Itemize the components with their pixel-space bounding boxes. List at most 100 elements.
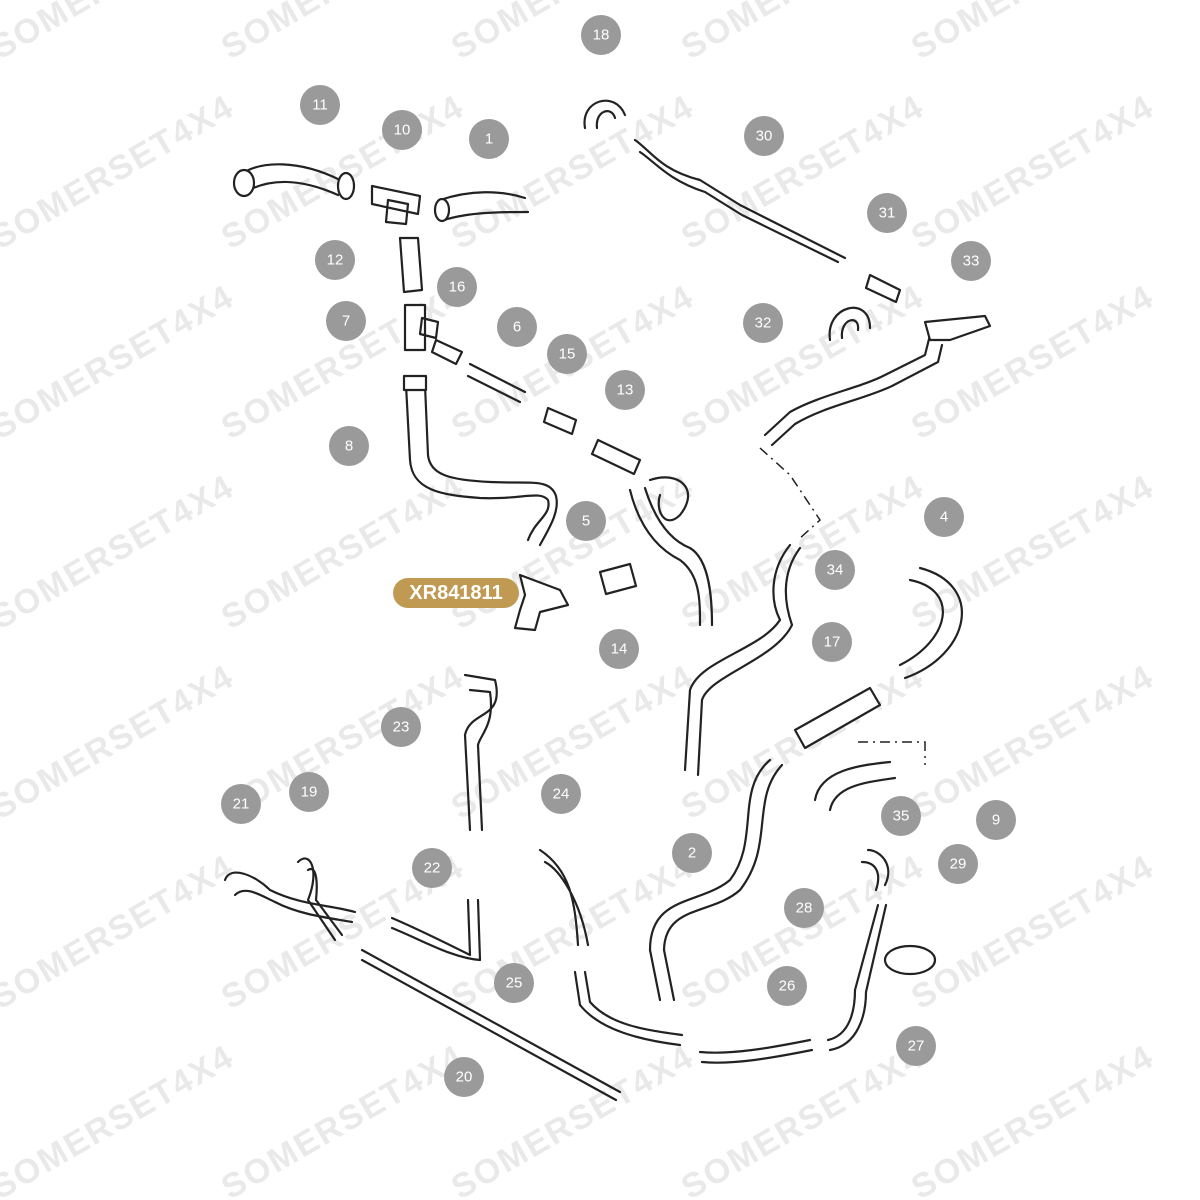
hose-6 bbox=[466, 362, 527, 404]
callout-circle bbox=[289, 772, 329, 812]
callout-2[interactable]: 2 bbox=[672, 833, 712, 873]
hose-4 bbox=[898, 566, 963, 680]
callout-circle bbox=[976, 800, 1016, 840]
callout-28[interactable]: 28 bbox=[784, 888, 824, 928]
watermark-text: SOMERSET4X4 bbox=[215, 467, 471, 637]
callout-number: 1 bbox=[485, 131, 493, 148]
callout-circle bbox=[300, 85, 340, 125]
hose-5 bbox=[628, 476, 714, 627]
callout-number: 35 bbox=[893, 808, 910, 825]
callout-circle bbox=[924, 497, 964, 537]
callout-circle bbox=[951, 241, 991, 281]
watermark-text: SOMERSET4X4 bbox=[445, 0, 701, 67]
callout-8[interactable]: 8 bbox=[329, 426, 369, 466]
watermark-text: SOMERSET4X4 bbox=[445, 467, 701, 637]
callout-30[interactable]: 30 bbox=[744, 116, 784, 156]
bracket-33 bbox=[923, 314, 992, 342]
callout-25[interactable]: 25 bbox=[494, 963, 534, 1003]
callout-circle bbox=[547, 334, 587, 374]
callout-14[interactable]: 14 bbox=[599, 629, 639, 669]
hose-8-end bbox=[402, 374, 428, 392]
clamp-29 bbox=[883, 944, 937, 976]
callout-19[interactable]: 19 bbox=[289, 772, 329, 812]
callout-number: 28 bbox=[796, 900, 813, 917]
callout-number: 30 bbox=[756, 128, 773, 145]
watermark-text: SOMERSET4X4 bbox=[215, 87, 471, 257]
callout-33[interactable]: 33 bbox=[951, 241, 991, 281]
callout-circle bbox=[382, 110, 422, 150]
callout-number: 34 bbox=[827, 562, 844, 579]
callout-31[interactable]: 31 bbox=[867, 193, 907, 233]
watermark-text: SOMERSET4X4 bbox=[675, 467, 931, 637]
callout-35[interactable]: 35 bbox=[881, 796, 921, 836]
callout-32[interactable]: 32 bbox=[743, 303, 783, 343]
callout-5[interactable]: 5 bbox=[566, 501, 606, 541]
callout-circle bbox=[566, 501, 606, 541]
callout-number: 13 bbox=[617, 382, 634, 399]
callout-21[interactable]: 21 bbox=[221, 784, 261, 824]
callout-number: 17 bbox=[824, 634, 841, 651]
callout-circle bbox=[437, 267, 477, 307]
callout-number: 20 bbox=[456, 1069, 473, 1086]
callout-circle bbox=[315, 240, 355, 280]
callout-number: 26 bbox=[779, 978, 796, 995]
callout-20[interactable]: 20 bbox=[444, 1057, 484, 1097]
hose-28 bbox=[860, 848, 890, 892]
callout-29[interactable]: 29 bbox=[938, 844, 978, 884]
callout-circle bbox=[599, 629, 639, 669]
callout-12[interactable]: 12 bbox=[315, 240, 355, 280]
callout-number: 25 bbox=[506, 975, 523, 992]
hose-21 bbox=[223, 871, 357, 924]
callout-1[interactable]: 1 bbox=[469, 119, 509, 159]
watermark-text: SOMERSET4X4 bbox=[215, 0, 471, 67]
callout-26[interactable]: 26 bbox=[767, 966, 807, 1006]
callout-number: 5 bbox=[582, 513, 590, 530]
connector-13 bbox=[590, 438, 642, 476]
watermark-text: SOMERSET4X4 bbox=[215, 1037, 471, 1200]
watermark-text: SOMERSET4X4 bbox=[905, 1037, 1161, 1200]
callout-circle bbox=[812, 622, 852, 662]
callout-23[interactable]: 23 bbox=[381, 707, 421, 747]
callout-number: 24 bbox=[553, 786, 570, 803]
hose-25 bbox=[573, 970, 684, 1047]
callout-circle bbox=[381, 707, 421, 747]
callout-16[interactable]: 16 bbox=[437, 267, 477, 307]
callout-11[interactable]: 11 bbox=[300, 85, 340, 125]
callout-4[interactable]: 4 bbox=[924, 497, 964, 537]
callout-34[interactable]: 34 bbox=[815, 550, 855, 590]
callout-number: 32 bbox=[755, 315, 772, 332]
callout-24[interactable]: 24 bbox=[541, 774, 581, 814]
part-xr841811 bbox=[513, 573, 570, 632]
callout-number: 18 bbox=[593, 27, 610, 44]
callout-27[interactable]: 27 bbox=[896, 1026, 936, 1066]
callout-6[interactable]: 6 bbox=[497, 307, 537, 347]
callout-18[interactable]: 18 bbox=[581, 15, 621, 55]
highlight-badge[interactable]: XR841811 bbox=[393, 578, 519, 608]
callout-15[interactable]: 15 bbox=[547, 334, 587, 374]
callout-22[interactable]: 22 bbox=[412, 848, 452, 888]
callout-number: 27 bbox=[908, 1038, 925, 1055]
callout-17[interactable]: 17 bbox=[812, 622, 852, 662]
callout-number: 15 bbox=[559, 346, 576, 363]
hose-12 bbox=[398, 236, 424, 294]
hose-23 bbox=[463, 673, 498, 832]
callout-number: 14 bbox=[611, 641, 628, 658]
pipe-32 bbox=[763, 333, 944, 447]
watermark-text: SOMERSET4X4 bbox=[0, 0, 241, 67]
callout-9[interactable]: 9 bbox=[976, 800, 1016, 840]
callout-10[interactable]: 10 bbox=[382, 110, 422, 150]
callout-number: 21 bbox=[233, 796, 250, 813]
callout-13[interactable]: 13 bbox=[605, 370, 645, 410]
callout-circle bbox=[494, 963, 534, 1003]
hose-drawings bbox=[223, 99, 992, 1102]
callout-number: 33 bbox=[963, 253, 980, 270]
highlight-badge-bg bbox=[393, 578, 519, 608]
callout-7[interactable]: 7 bbox=[326, 301, 366, 341]
callout-circle bbox=[444, 1057, 484, 1097]
callout-number: 8 bbox=[345, 438, 353, 455]
highlight-badge-label: XR841811 bbox=[409, 582, 502, 604]
hose-1-end bbox=[433, 197, 451, 223]
tee-10 bbox=[370, 184, 422, 226]
callout-number: 4 bbox=[940, 509, 948, 526]
